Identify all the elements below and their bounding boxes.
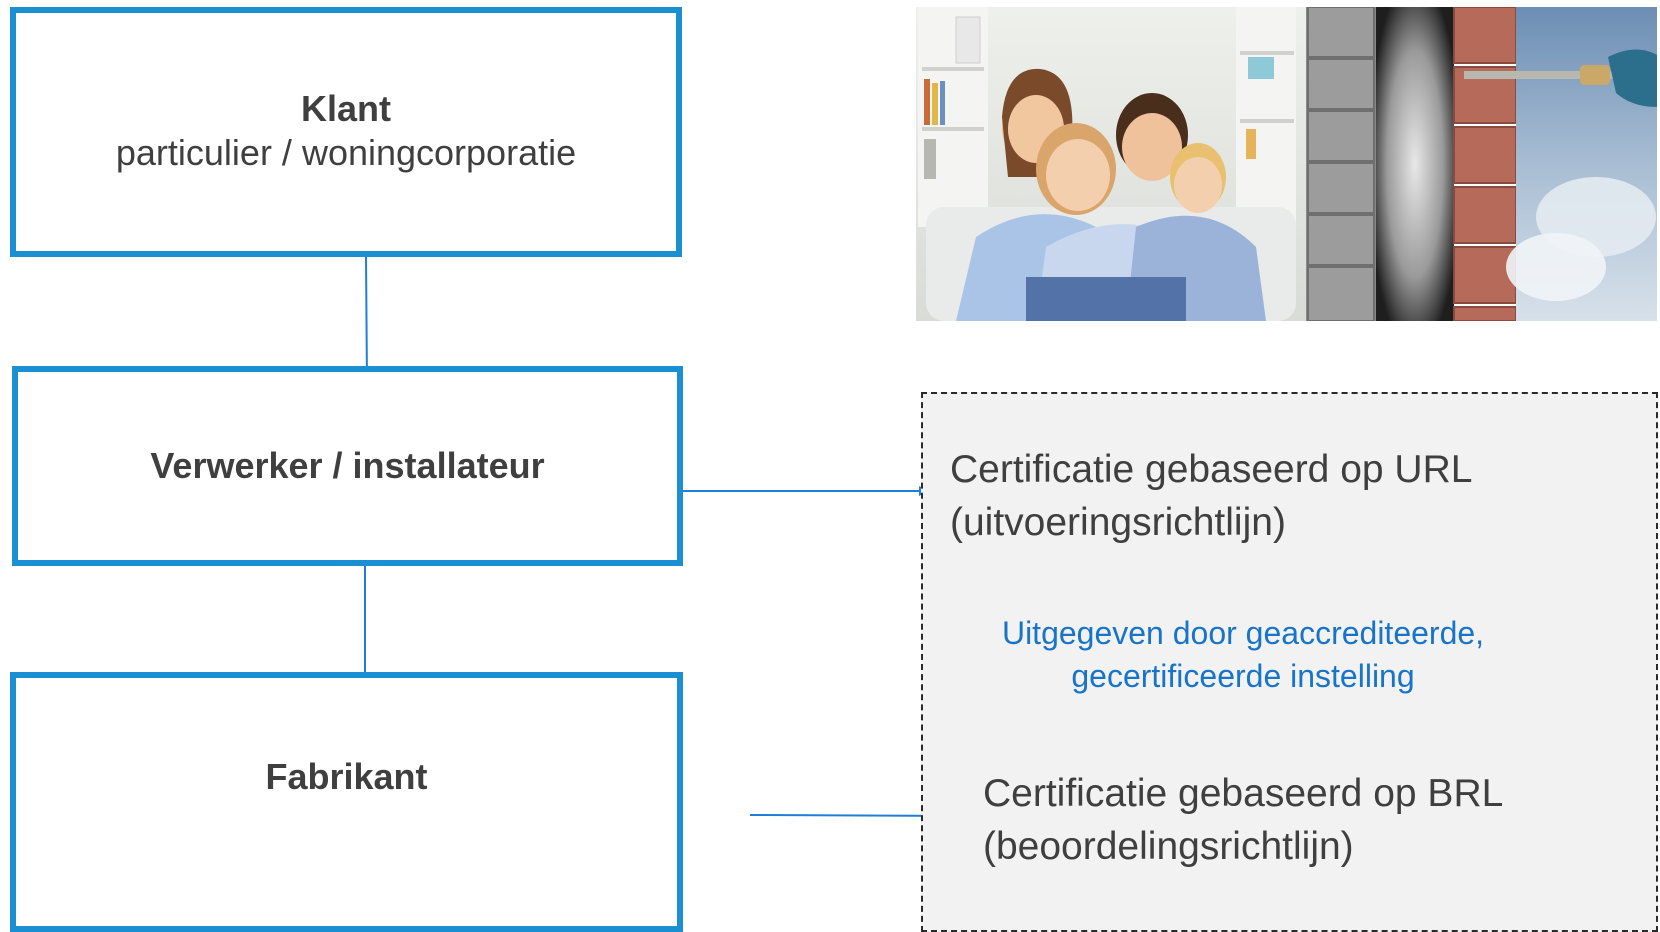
arrow-klant-to-verwerker bbox=[361, 256, 372, 386]
issued-by-line1: Uitgegeven door geaccrediteerde, bbox=[1001, 615, 1485, 651]
url-certification-text: Certificatie gebaseerd op URL (uitvoerin… bbox=[950, 444, 1472, 549]
url-cert-line2: (uitvoeringsrichtlijn) bbox=[950, 500, 1286, 544]
issued-by-line2: gecertificeerde instelling bbox=[1071, 658, 1415, 695]
family-insulation-photo bbox=[916, 7, 1657, 321]
klant-title: Klant bbox=[301, 88, 391, 129]
verwerker-title: Verwerker / installateur bbox=[150, 445, 545, 487]
issued-by-text: Uitgegeven door geaccrediteerde, gecerti… bbox=[923, 612, 1563, 698]
klant-box: Klant particulier / woningcorporatie bbox=[10, 7, 682, 257]
photo-illustration bbox=[916, 7, 1657, 321]
brl-certification-text: Certificatie gebaseerd op BRL (beoordeli… bbox=[983, 768, 1503, 873]
brl-cert-line1: Certificatie gebaseerd op BRL bbox=[983, 772, 1504, 815]
klant-subtitle: particulier / woningcorporatie bbox=[115, 132, 577, 174]
brl-cert-line2: (beoordelingsrichtlijn) bbox=[983, 824, 1354, 868]
fabrikant-box: Fabrikant bbox=[10, 672, 683, 932]
url-cert-line1: Certificatie gebaseerd op URL bbox=[950, 448, 1473, 491]
certification-panel: Certificatie gebaseerd op URL (uitvoerin… bbox=[921, 392, 1658, 932]
verwerker-box: Verwerker / installateur bbox=[12, 366, 683, 566]
fabrikant-title: Fabrikant bbox=[265, 756, 428, 798]
